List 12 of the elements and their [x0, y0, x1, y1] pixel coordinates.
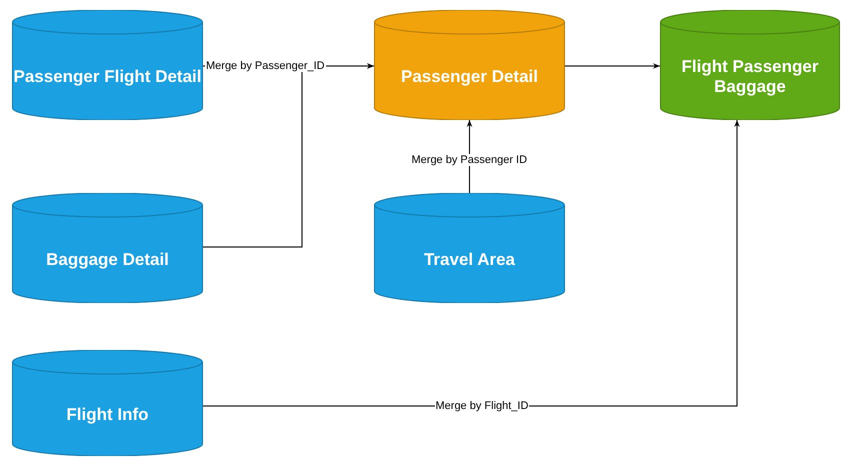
node-label: Baggage Detail	[46, 250, 169, 270]
arrow	[202, 63, 374, 248]
arrow	[202, 120, 740, 406]
node-label: Passenger Flight Detail	[14, 66, 202, 88]
node-label: Flight Info	[66, 404, 149, 426]
edge-label: Merge by Passenger ID	[410, 154, 528, 166]
node-label: Travel Area	[424, 250, 516, 270]
node-label: Passenger Detail	[400, 66, 538, 88]
edge-label: Merge by Passenger_ID	[205, 60, 326, 72]
edge-label: Merge by Flight_ID	[434, 400, 530, 412]
arrow	[564, 63, 660, 69]
node-label: Flight Passenger Baggage	[680, 56, 820, 98]
